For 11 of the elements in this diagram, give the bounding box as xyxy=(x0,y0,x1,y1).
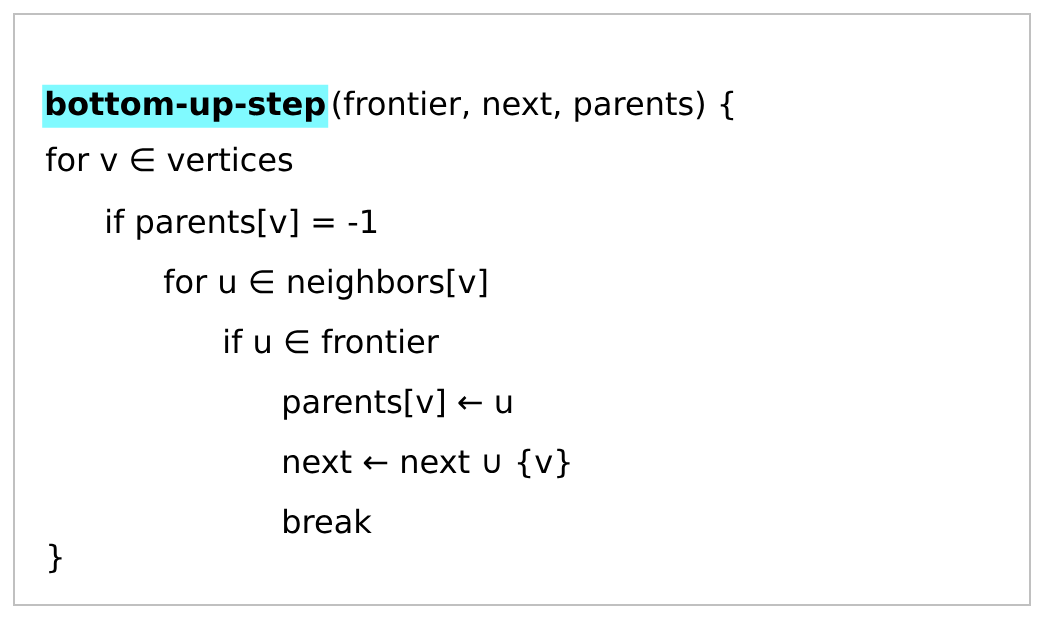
code-line: if u ∈ frontier xyxy=(225,328,439,354)
code-line: break xyxy=(284,508,372,534)
highlighted-function-name: bottom-up-step xyxy=(42,84,329,128)
code-box xyxy=(13,13,1031,606)
code-line: parents[v] ← u xyxy=(284,388,512,420)
code-line: } xyxy=(49,543,62,574)
code-line: for u ∈ neighbors[v] xyxy=(163,268,487,300)
code-line: if parents[v] = -1 xyxy=(107,208,377,240)
code-line: for v ∈ vertices xyxy=(45,146,293,172)
code-line: next ← next ∪ {v} xyxy=(284,448,570,479)
code-line: (frontier, next, parents) { xyxy=(333,90,734,122)
